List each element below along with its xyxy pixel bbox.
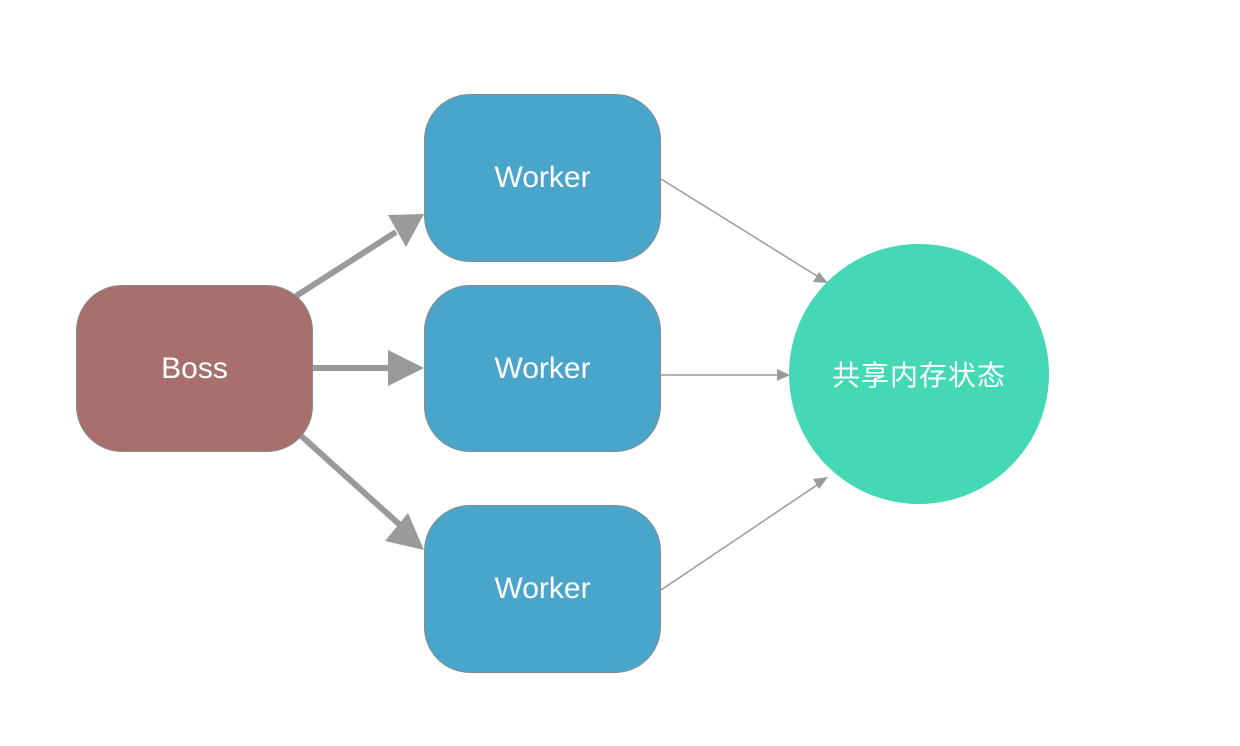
worker-label: Worker xyxy=(494,351,591,385)
boss-label: Boss xyxy=(161,351,228,385)
shared-memory-node: 共享内存状态 xyxy=(789,244,1049,504)
edge-boss-worker-2 xyxy=(313,350,424,386)
edge-boss-worker-1 xyxy=(294,214,424,299)
worker-label: Worker xyxy=(494,572,591,605)
edge-worker-3-memory xyxy=(660,477,828,591)
worker-label: Worker xyxy=(494,161,591,194)
edge-worker-2-memory xyxy=(661,369,790,381)
worker-node-3: Worker xyxy=(424,505,661,673)
boss-node: Boss xyxy=(76,285,313,452)
worker-node-1: Worker xyxy=(424,94,661,262)
shared-memory-label: 共享内存状态 xyxy=(831,359,1006,392)
edge-boss-worker-3 xyxy=(295,430,424,550)
edge-worker-1-memory xyxy=(660,178,828,283)
worker-node-2: Worker xyxy=(424,285,661,452)
